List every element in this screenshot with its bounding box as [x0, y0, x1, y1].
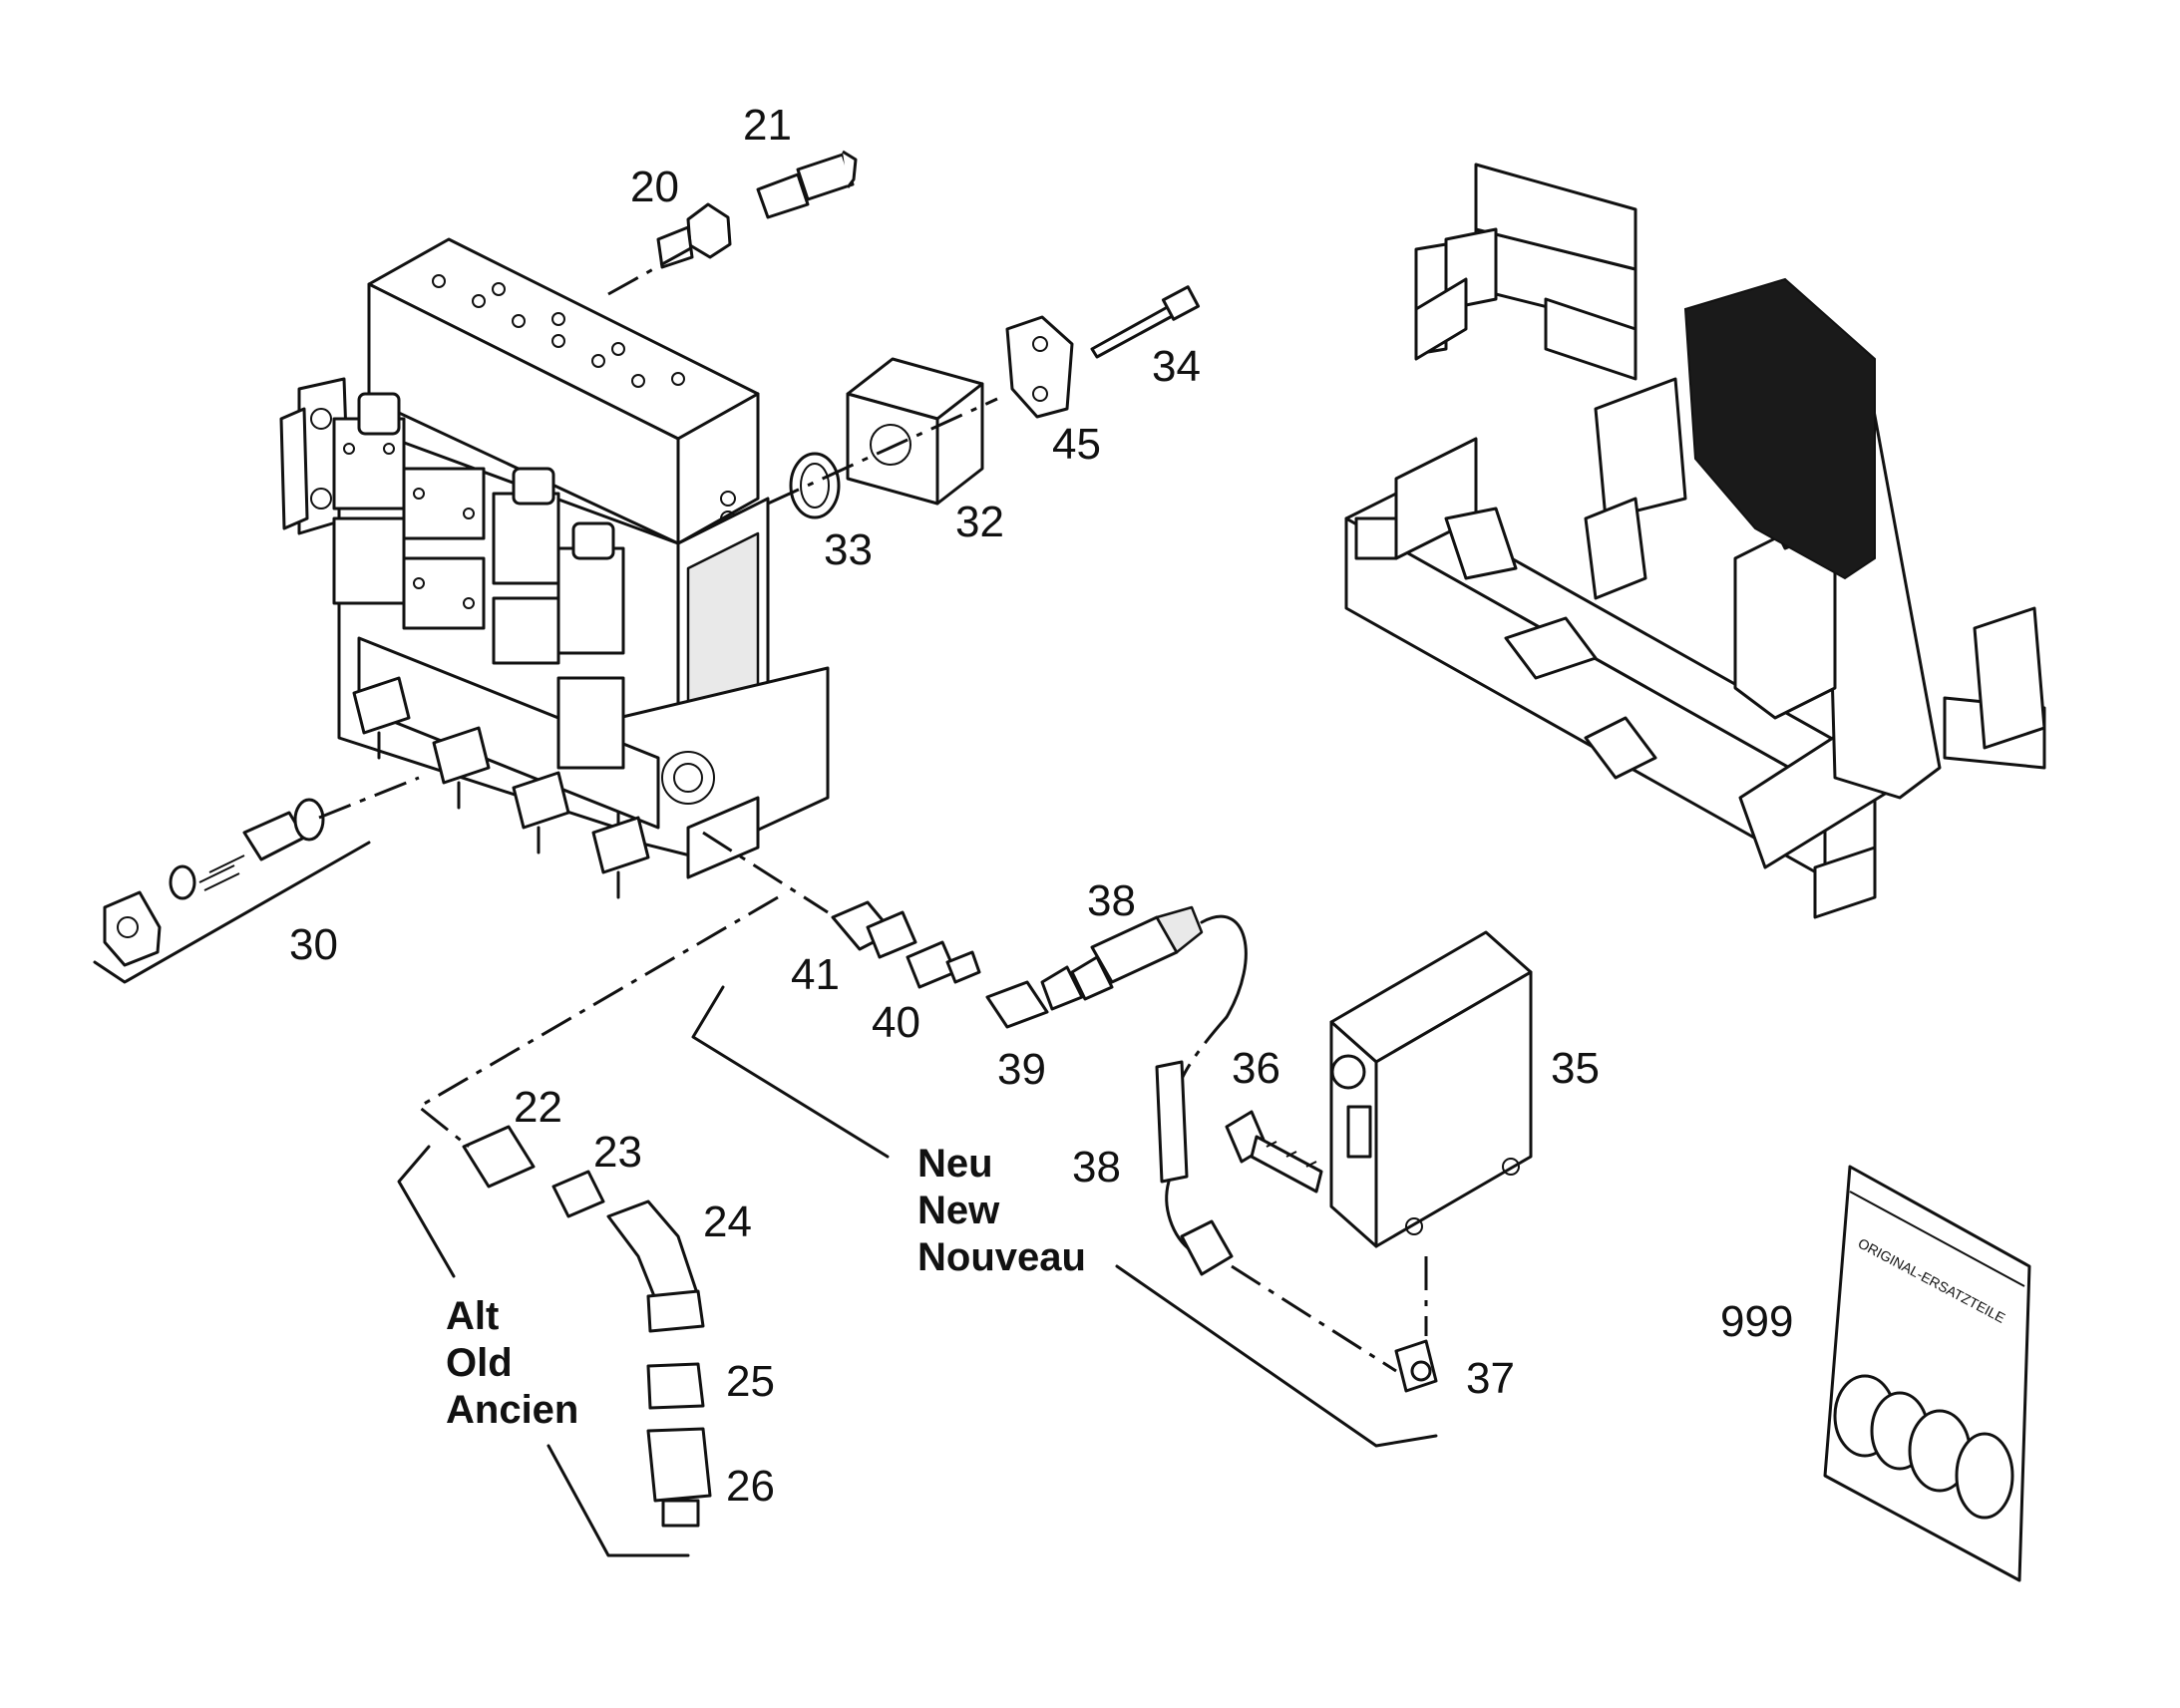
callout-labels: 21 20 34 45 32 33 30 38 41 40 39 36 35 3… [289, 101, 1793, 1511]
callout-23: 23 [593, 1128, 642, 1177]
new-en: New [917, 1189, 1000, 1232]
new-line-fittings [831, 900, 1248, 1276]
callout-24: 24 [703, 1197, 752, 1246]
bracket-37 [1115, 1264, 1438, 1448]
callout-21: 21 [743, 101, 792, 150]
fitting-20-21 [656, 150, 858, 269]
callout-38-top: 38 [1087, 876, 1136, 925]
leader-41 [702, 831, 829, 914]
control-box-35 [1225, 930, 1533, 1393]
leader-20 [607, 242, 699, 296]
old-fr: Ancien [446, 1388, 578, 1432]
callout-40: 40 [872, 998, 920, 1047]
bracket-old-top [397, 1145, 456, 1278]
callout-45: 45 [1052, 420, 1101, 469]
variant-new-note: Neu New Nouveau [917, 1142, 1086, 1279]
bracket-old-bottom [546, 1444, 690, 1557]
callout-34: 34 [1152, 342, 1201, 391]
callout-20: 20 [630, 163, 679, 211]
callout-32: 32 [955, 498, 1004, 546]
valve-block-assembly [279, 237, 830, 899]
leader-30 [318, 776, 420, 820]
callout-37: 37 [1466, 1354, 1515, 1403]
callout-38-bottom: 38 [1072, 1143, 1121, 1192]
new-fr: Nouveau [917, 1235, 1086, 1279]
callout-999: 999 [1720, 1297, 1793, 1346]
callout-36: 36 [1232, 1044, 1280, 1093]
part-30-assembly [93, 798, 371, 984]
leader-37-b [1231, 1264, 1397, 1373]
cover-assembly [789, 285, 1201, 519]
callout-26: 26 [726, 1462, 775, 1511]
old-line-fittings [462, 1125, 712, 1528]
callout-25: 25 [726, 1357, 775, 1406]
connector-plugs [352, 676, 650, 899]
callout-35: 35 [1551, 1044, 1600, 1093]
bracket-new [691, 985, 890, 1159]
callout-33: 33 [824, 525, 873, 574]
leader-32 [767, 397, 998, 506]
callout-22: 22 [514, 1083, 562, 1132]
callout-39: 39 [997, 1045, 1046, 1094]
machine-frame-overview [1344, 163, 2046, 919]
leader-old [416, 895, 779, 1149]
callout-41: 41 [791, 950, 840, 999]
callout-30: 30 [289, 920, 338, 969]
old-en: Old [446, 1341, 513, 1385]
variant-old-note: Alt Old Ancien [446, 1294, 578, 1432]
new-de: Neu [917, 1142, 993, 1186]
seal-kit-bag: ORIGINAL-ERSATZTEILE [1823, 1165, 2031, 1582]
old-de: Alt [446, 1294, 499, 1338]
solenoid-valves [332, 392, 625, 770]
